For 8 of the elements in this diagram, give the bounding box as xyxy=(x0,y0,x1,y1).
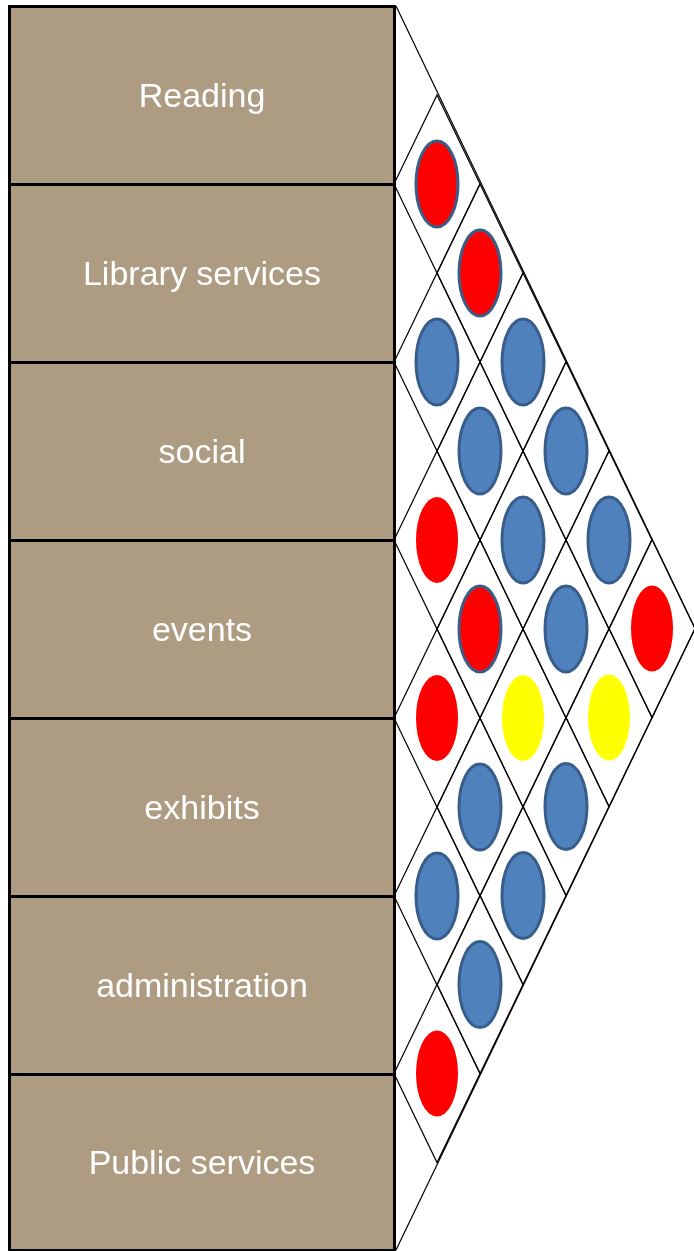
category-label: Reading xyxy=(138,75,266,115)
category-label: Library services xyxy=(82,253,322,293)
category-label: social xyxy=(158,431,246,471)
category-label: Public services xyxy=(88,1142,316,1182)
category-label: administration xyxy=(96,965,308,1005)
category-label: events xyxy=(151,609,253,649)
category-box xyxy=(8,4,396,186)
category-label: exhibits xyxy=(144,787,260,827)
